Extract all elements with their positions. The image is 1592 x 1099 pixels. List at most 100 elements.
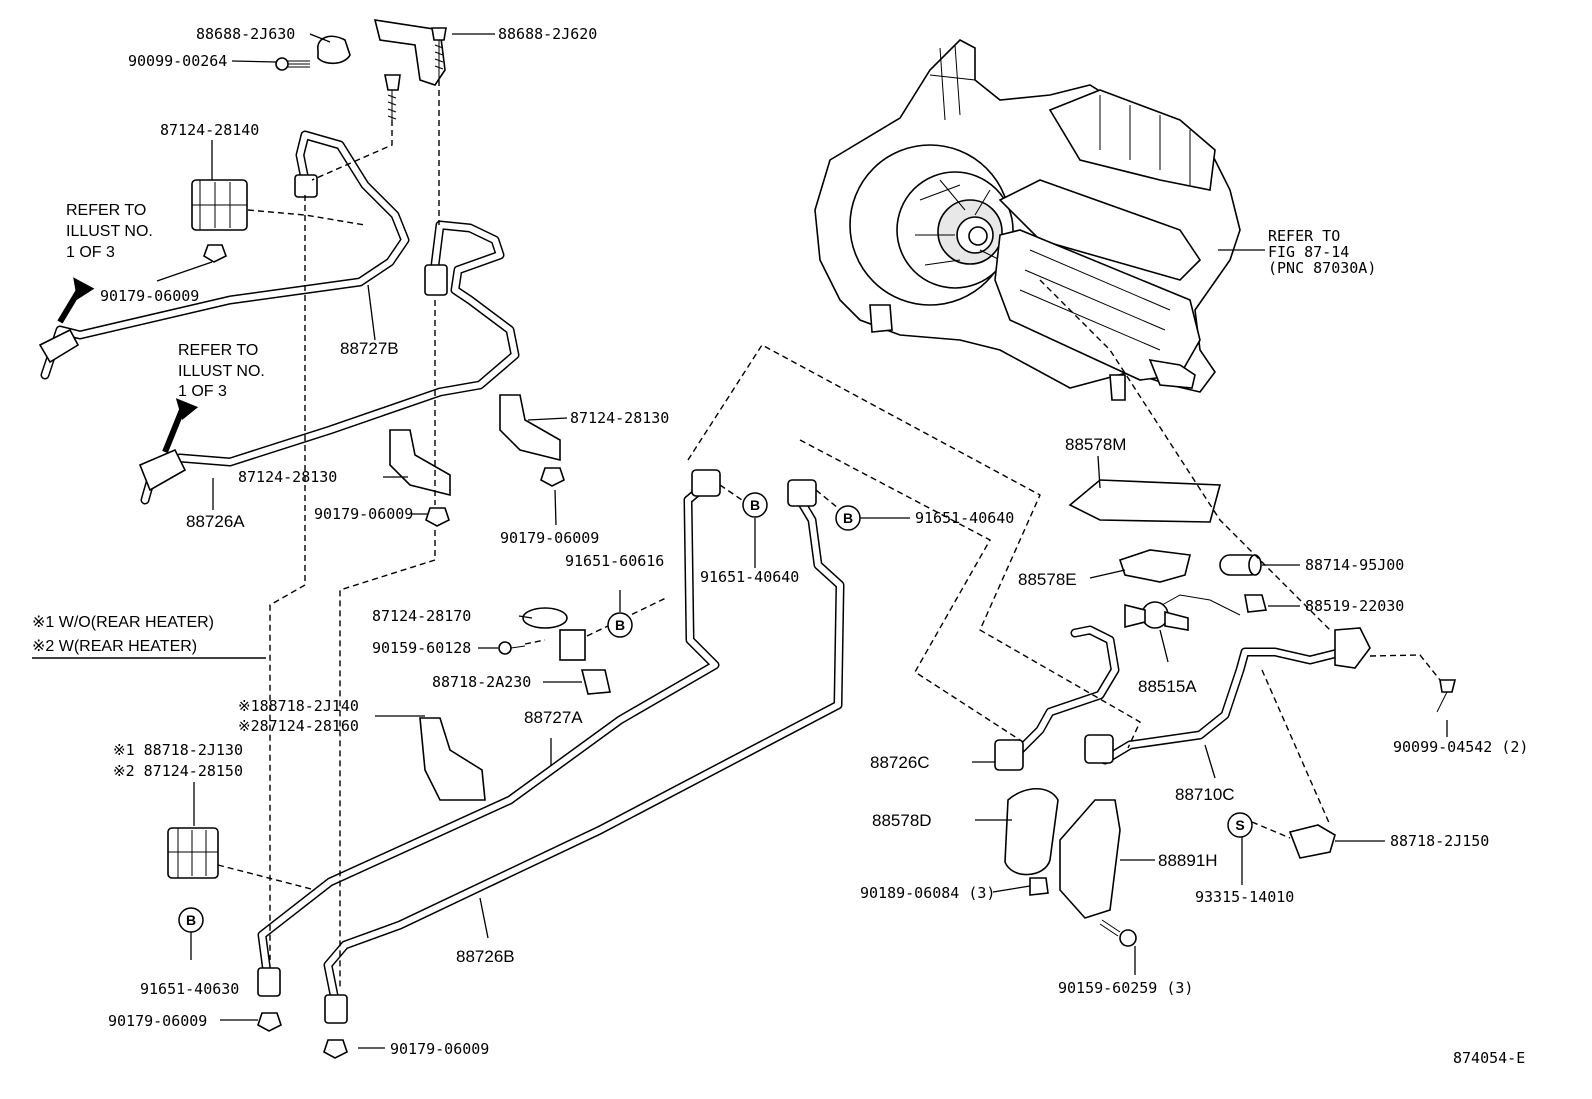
pipe-88727B bbox=[40, 130, 410, 380]
marker-b-2: B bbox=[835, 505, 861, 531]
label-87124-28140: 87124-28140 bbox=[160, 121, 259, 139]
bolt-90099-00264 bbox=[275, 57, 310, 71]
svg-text:1 OF 3: 1 OF 3 bbox=[178, 383, 227, 400]
hvac-unit-illustration bbox=[814, 39, 1241, 401]
label-87124-28160: ※287124-28160 bbox=[238, 717, 359, 735]
nut-90179-06009-d bbox=[257, 1012, 282, 1032]
svg-text:FIG 87-14: FIG 87-14 bbox=[1268, 243, 1349, 261]
clip-88718-2A230 bbox=[580, 669, 611, 695]
clip-88519-22030 bbox=[1244, 594, 1268, 613]
label-88688-2J630: 88688-2J630 bbox=[196, 25, 295, 43]
label-91651-40640-b: 91651-40640 bbox=[915, 509, 1014, 527]
connector-88718-2J130 bbox=[167, 827, 219, 879]
label-90159-60128: 90159-60128 bbox=[372, 639, 471, 657]
label-90099-00264: 90099-00264 bbox=[128, 52, 227, 70]
clamp-87124-28170 bbox=[522, 607, 586, 661]
label-91651-60616: 91651-60616 bbox=[565, 552, 664, 570]
filter-88578M bbox=[1068, 479, 1222, 523]
fitting-88726A-end bbox=[424, 264, 448, 296]
insulator-88714-95J00 bbox=[1219, 554, 1262, 576]
fitting-88726B-top bbox=[787, 479, 817, 507]
label-87124-28170: 87124-28170 bbox=[372, 607, 471, 625]
label-88578E: 88578E bbox=[1018, 570, 1077, 589]
diagram-id: 874054-E bbox=[1453, 1049, 1525, 1067]
label-90179-06009-c: 90179-06009 bbox=[314, 505, 413, 523]
label-88726C: 88726C bbox=[870, 753, 930, 772]
pipe-88727A bbox=[257, 485, 720, 985]
label-90179-06009-a: 90179-06009 bbox=[100, 287, 199, 305]
label-87124-28150: ※2 87124-28150 bbox=[113, 762, 243, 780]
label-88727B: 88727B bbox=[340, 339, 399, 358]
fitting-88710C-left bbox=[1084, 734, 1114, 764]
refer-note-right: REFER TO FIG 87-14 (PNC 87030A) bbox=[1268, 227, 1376, 277]
cover-88578D bbox=[1004, 788, 1059, 876]
label-88718-2J150: 88718-2J150 bbox=[1390, 832, 1489, 850]
label-90189-06084: 90189-06084 (3) bbox=[860, 884, 995, 902]
nut-90179-06009-c bbox=[425, 507, 450, 527]
svg-text:REFER TO: REFER TO bbox=[178, 342, 258, 359]
label-88727A: 88727A bbox=[524, 708, 583, 727]
label-90159-60259: 90159-60259 (3) bbox=[1058, 979, 1193, 997]
arrow-refer-2 bbox=[162, 398, 199, 454]
legend-line-2: ※2 W(REAR HEATER) bbox=[32, 638, 197, 655]
arrow-refer-1 bbox=[57, 277, 95, 324]
label-91651-40630: 91651-40630 bbox=[140, 980, 239, 998]
valve-88515A bbox=[1124, 594, 1241, 631]
svg-text:REFER TO: REFER TO bbox=[66, 202, 146, 219]
fitting-88726A-left bbox=[138, 448, 187, 492]
fitting-88727A-bottom bbox=[257, 967, 281, 997]
marker-b-4: B bbox=[178, 907, 204, 933]
fitting-88727B-left bbox=[38, 328, 80, 364]
label-88515A: 88515A bbox=[1138, 677, 1197, 696]
svg-text:ILLUST NO.: ILLUST NO. bbox=[66, 223, 153, 240]
svg-text:B: B bbox=[615, 617, 625, 633]
fitting-88710C-right bbox=[1334, 627, 1371, 669]
clamp-88718-2J150 bbox=[1288, 824, 1336, 859]
marker-s: S bbox=[1227, 812, 1253, 838]
marker-b-3: B bbox=[607, 612, 633, 638]
nut-90179-06009-b bbox=[540, 467, 565, 487]
label-90179-06009-b: 90179-06009 bbox=[500, 529, 599, 547]
part-labels: 88688-2J630 90099-00264 88688-2J620 8712… bbox=[100, 25, 1528, 1067]
nut-90179-06009-e bbox=[323, 1039, 348, 1059]
clamp-88688-2J630 bbox=[317, 35, 351, 65]
label-90179-06009-e: 90179-06009 bbox=[390, 1040, 489, 1058]
svg-text:(PNC 87030A): (PNC 87030A) bbox=[1268, 259, 1376, 277]
label-90099-04542: 90099-04542 (2) bbox=[1393, 738, 1528, 756]
refer-note-left-1: REFER TO ILLUST NO. 1 OF 3 bbox=[66, 202, 153, 261]
label-88726B: 88726B bbox=[456, 947, 515, 966]
cover-88891H bbox=[1059, 799, 1121, 919]
svg-text:B: B bbox=[186, 912, 196, 928]
label-90179-06009-d: 90179-06009 bbox=[108, 1012, 207, 1030]
svg-text:B: B bbox=[843, 510, 853, 526]
screw-90159-60259 bbox=[1099, 919, 1137, 947]
bracket-88578E bbox=[1118, 549, 1191, 583]
label-88714-95J00: 88714-95J00 bbox=[1305, 556, 1404, 574]
fitting-88726C bbox=[994, 739, 1024, 771]
svg-text:REFER TO: REFER TO bbox=[1268, 227, 1340, 245]
legend: ※1 W/O(REAR HEATER) ※2 W(REAR HEATER) bbox=[32, 614, 266, 659]
label-88710C: 88710C bbox=[1175, 785, 1235, 804]
clip-87124-28130-b bbox=[389, 429, 451, 497]
pipe-88726A bbox=[140, 220, 520, 505]
screw-vertical-2 bbox=[431, 27, 447, 80]
label-88718-2J130: ※1 88718-2J130 bbox=[113, 741, 243, 759]
label-88726A: 88726A bbox=[186, 512, 245, 531]
label-88718-2A230: 88718-2A230 bbox=[432, 673, 531, 691]
fitting-88726B-bottom bbox=[324, 994, 348, 1024]
pipe-88726C bbox=[1005, 625, 1120, 765]
legend-line-1: ※1 W/O(REAR HEATER) bbox=[32, 614, 214, 631]
label-93315-14010: 93315-14010 bbox=[1195, 888, 1294, 906]
clamp-88718-2J140 bbox=[419, 717, 486, 801]
nut-90179-06009-a bbox=[203, 244, 227, 263]
label-88578D: 88578D bbox=[872, 811, 932, 830]
screw-vertical-1 bbox=[384, 74, 401, 120]
bolt-90099-04542 bbox=[1436, 679, 1457, 713]
nut-90189-06084 bbox=[1029, 877, 1049, 896]
marker-b-1: B bbox=[742, 492, 768, 518]
label-87124-28130-a: 87124-28130 bbox=[570, 409, 669, 427]
bolt-90159-60128 bbox=[498, 641, 526, 655]
pipe-88710C bbox=[1100, 645, 1355, 765]
label-88891H: 88891H bbox=[1158, 851, 1218, 870]
